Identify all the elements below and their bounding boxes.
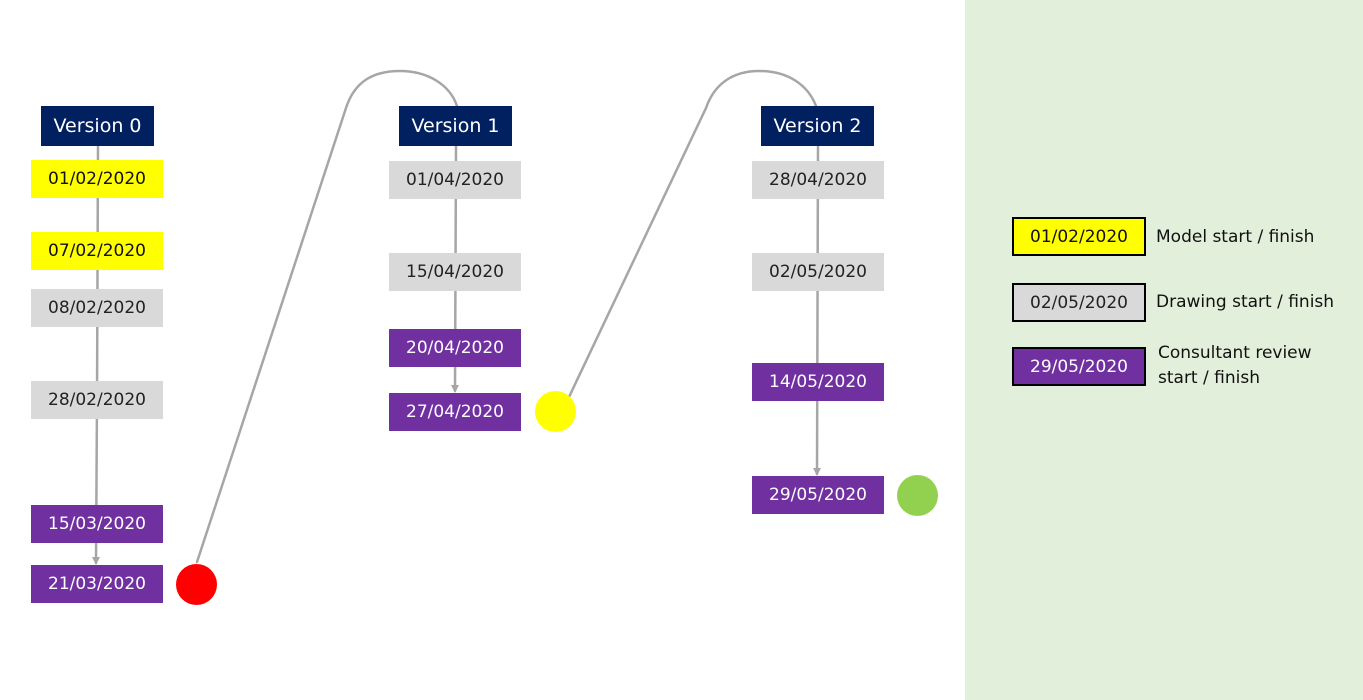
legend-label-review-line-1: Consultant review <box>1158 343 1312 363</box>
v0-flow-arrow <box>92 557 100 565</box>
legend-swatch-review: 29/05/2020 <box>1012 347 1146 386</box>
timeline-diagram: Version 0 01/02/2020 07/02/2020 08/02/20… <box>31 69 938 605</box>
v0-date-review-finish: 21/03/2020 <box>31 565 163 603</box>
v2-status-dot <box>897 475 938 516</box>
version-0-header: Version 0 <box>41 106 154 146</box>
v1-date-drawing-finish: 15/04/2020 <box>389 253 521 291</box>
version-1-header: Version 1 <box>399 106 512 146</box>
v0-date-review-start: 15/03/2020 <box>31 505 163 543</box>
v2-date-review-start: 14/05/2020 <box>752 363 884 401</box>
legend-label-drawing: Drawing start / finish <box>1156 292 1335 312</box>
version-2-header: Version 2 <box>761 106 874 146</box>
v2-date-review-finish: 29/05/2020 <box>752 476 884 514</box>
v1-date-drawing-start: 01/04/2020 <box>389 161 521 199</box>
legend-swatch-model: 01/02/2020 <box>1012 217 1146 256</box>
legend-label-review-line-2: start / finish <box>1158 368 1260 388</box>
v1-flow-arrow <box>451 385 459 393</box>
v0-date-model-start: 01/02/2020 <box>31 160 163 198</box>
v1-date-review-start: 20/04/2020 <box>389 329 521 367</box>
link-v1-v2 <box>567 69 818 399</box>
v0-flow-line <box>94 144 100 565</box>
link-v0-v1 <box>195 69 459 564</box>
v2-date-drawing-start: 28/04/2020 <box>752 161 884 199</box>
v1-status-dot <box>535 391 576 432</box>
v0-status-dot <box>176 564 217 605</box>
v1-date-review-finish: 27/04/2020 <box>389 393 521 431</box>
legend-panel: 01/02/2020 Model start / finish 02/05/20… <box>965 0 1363 700</box>
legend-label-model: Model start / finish <box>1156 227 1315 247</box>
legend-swatch-drawing: 02/05/2020 <box>1012 283 1146 322</box>
v2-flow-arrow <box>813 468 821 476</box>
v0-date-drawing-start: 08/02/2020 <box>31 289 163 327</box>
v0-date-model-finish: 07/02/2020 <box>31 232 163 270</box>
v0-date-drawing-finish: 28/02/2020 <box>31 381 163 419</box>
v2-date-drawing-finish: 02/05/2020 <box>752 253 884 291</box>
v2-flow-line <box>815 144 820 476</box>
